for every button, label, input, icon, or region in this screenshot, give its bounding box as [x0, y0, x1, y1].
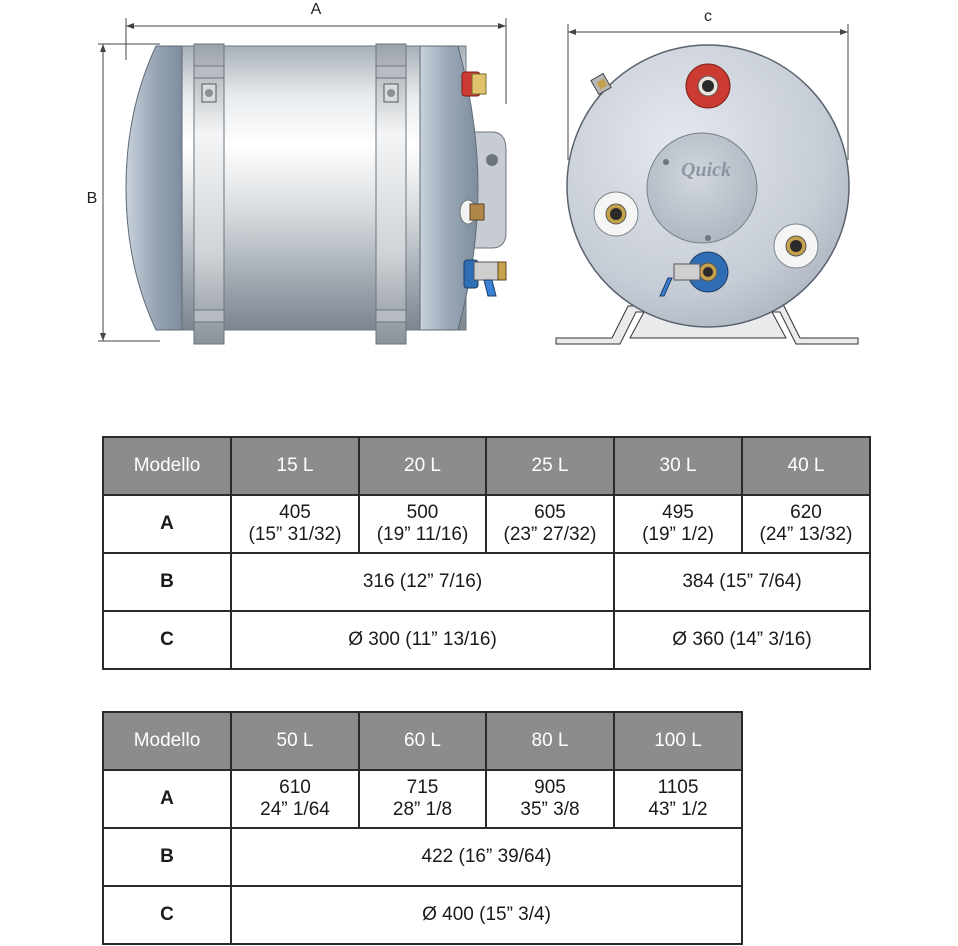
table-row-c: C Ø 400 (15” 3/4): [102, 885, 743, 945]
cell-a-30l: 495(19” 1/2): [613, 494, 743, 554]
dimensions-table-small: Modello 15 L 20 L 25 L 30 L 40 L A 405(1…: [102, 436, 871, 670]
cell-a-20l: 500(19” 11/16): [358, 494, 487, 554]
tank-side-view: [125, 43, 507, 345]
header-model: Modello: [102, 711, 232, 771]
table-row-c: C Ø 300 (11” 13/16) Ø 360 (14” 3/16): [102, 610, 871, 670]
cell-a-15l: 405(15” 31/32): [230, 494, 360, 554]
quick-logo: Quick: [681, 159, 731, 181]
row-label-b: B: [102, 552, 232, 612]
header-model: Modello: [102, 436, 232, 496]
row-label-a: A: [102, 769, 232, 829]
cell-b-50-100l: 422 (16” 39/64): [230, 827, 743, 887]
table-header-row: Modello 50 L 60 L 80 L 100 L: [102, 711, 743, 771]
header-50l: 50 L: [230, 711, 360, 771]
water-heater-drawing: A B: [87, 1, 859, 345]
dim-b-label: B: [87, 190, 98, 207]
table-header-row: Modello 15 L 20 L 25 L 30 L 40 L: [102, 436, 871, 496]
header-15l: 15 L: [230, 436, 360, 496]
cell-b-30-40l: 384 (15” 7/64): [613, 552, 871, 612]
header-25l: 25 L: [485, 436, 615, 496]
cell-c-50-100l: Ø 400 (15” 3/4): [230, 885, 743, 945]
table-row-a: A 405(15” 31/32) 500(19” 11/16) 605(23” …: [102, 494, 871, 554]
cell-a-25l: 605(23” 27/32): [485, 494, 615, 554]
cell-c-30-40l: Ø 360 (14” 3/16): [613, 610, 871, 670]
dimension-b: B: [87, 43, 160, 342]
row-label-a: A: [102, 494, 232, 554]
header-40l: 40 L: [741, 436, 871, 496]
header-30l: 30 L: [613, 436, 743, 496]
tank-front-view: Quick: [555, 44, 859, 345]
cell-b-15-25l: 316 (12” 7/16): [230, 552, 615, 612]
header-100l: 100 L: [613, 711, 743, 771]
cell-a-40l: 620(24” 13/32): [741, 494, 871, 554]
row-label-c: C: [102, 885, 232, 945]
table-row-b: B 422 (16” 39/64): [102, 827, 743, 887]
row-label-c: C: [102, 610, 232, 670]
cell-c-15-25l: Ø 300 (11” 13/16): [230, 610, 615, 670]
dimension-c: c: [567, 8, 849, 160]
dim-c-label: c: [704, 8, 712, 25]
header-20l: 20 L: [358, 436, 487, 496]
dim-a-label: A: [311, 1, 322, 18]
header-80l: 80 L: [485, 711, 615, 771]
row-label-b: B: [102, 827, 232, 887]
table-row-b: B 316 (12” 7/16) 384 (15” 7/64): [102, 552, 871, 612]
dimension-a: A: [125, 1, 507, 104]
header-60l: 60 L: [358, 711, 487, 771]
